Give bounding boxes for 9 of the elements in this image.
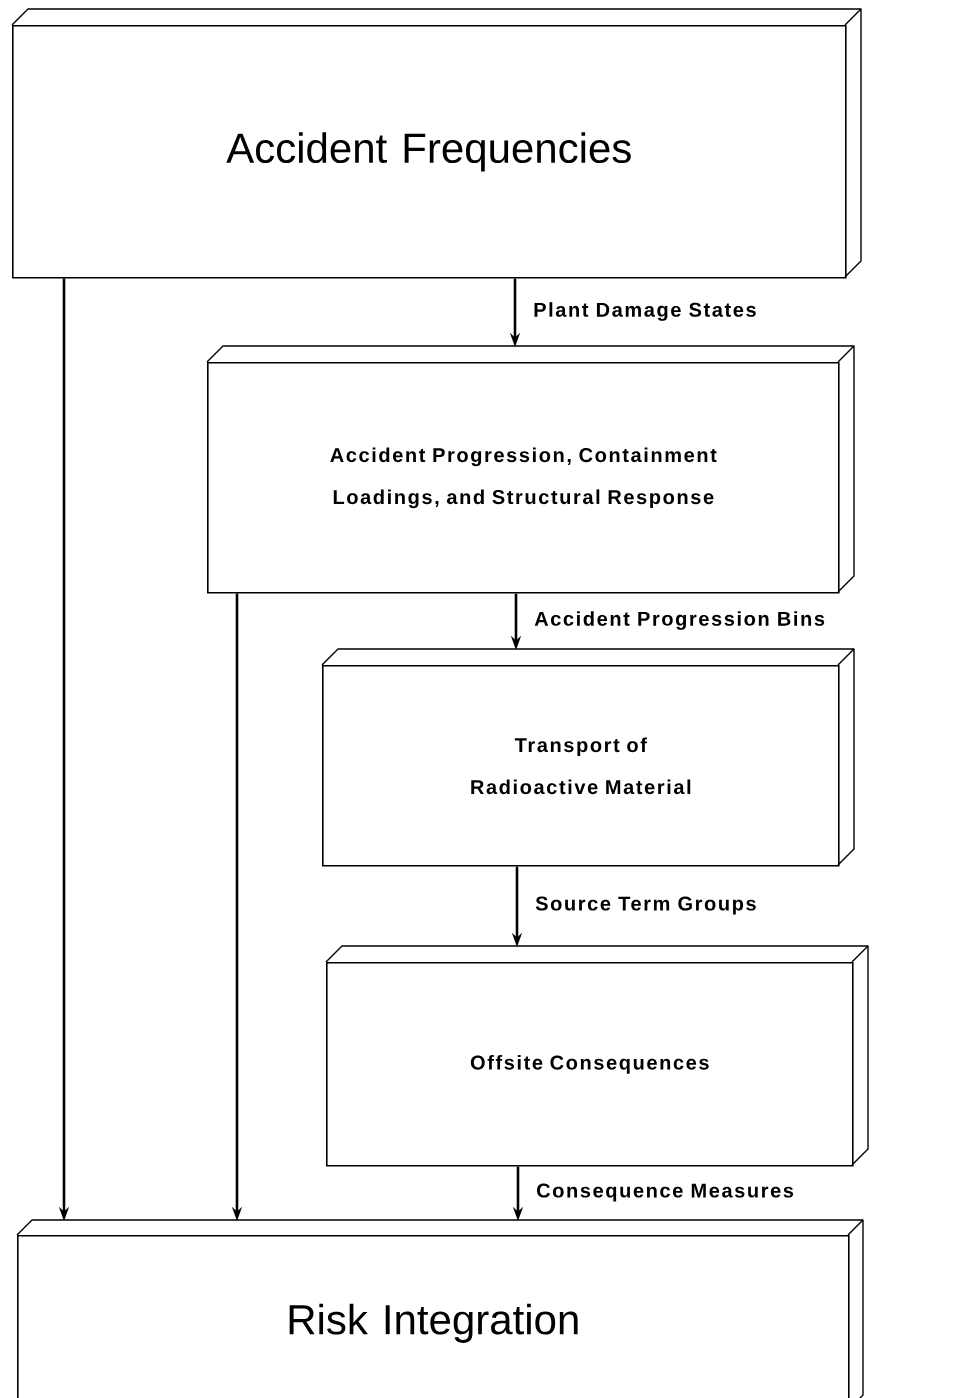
edge-label: Consequence Measures	[537, 1183, 794, 1202]
process-box: Transport of Radioactive Material	[321, 648, 855, 867]
process-box: Accident Progression, Containment Loadings, and Structural Response	[206, 345, 855, 594]
process-box: Accident Frequencies	[11, 8, 862, 279]
edge-label: Plant Damage States	[534, 302, 756, 321]
edge-label: Source Term Groups	[535, 896, 756, 915]
process-box: Risk Integration	[16, 1219, 864, 1398]
process-box: Offsite Consequences	[325, 945, 869, 1167]
edge-label: Accident Progression Bins	[534, 611, 825, 630]
